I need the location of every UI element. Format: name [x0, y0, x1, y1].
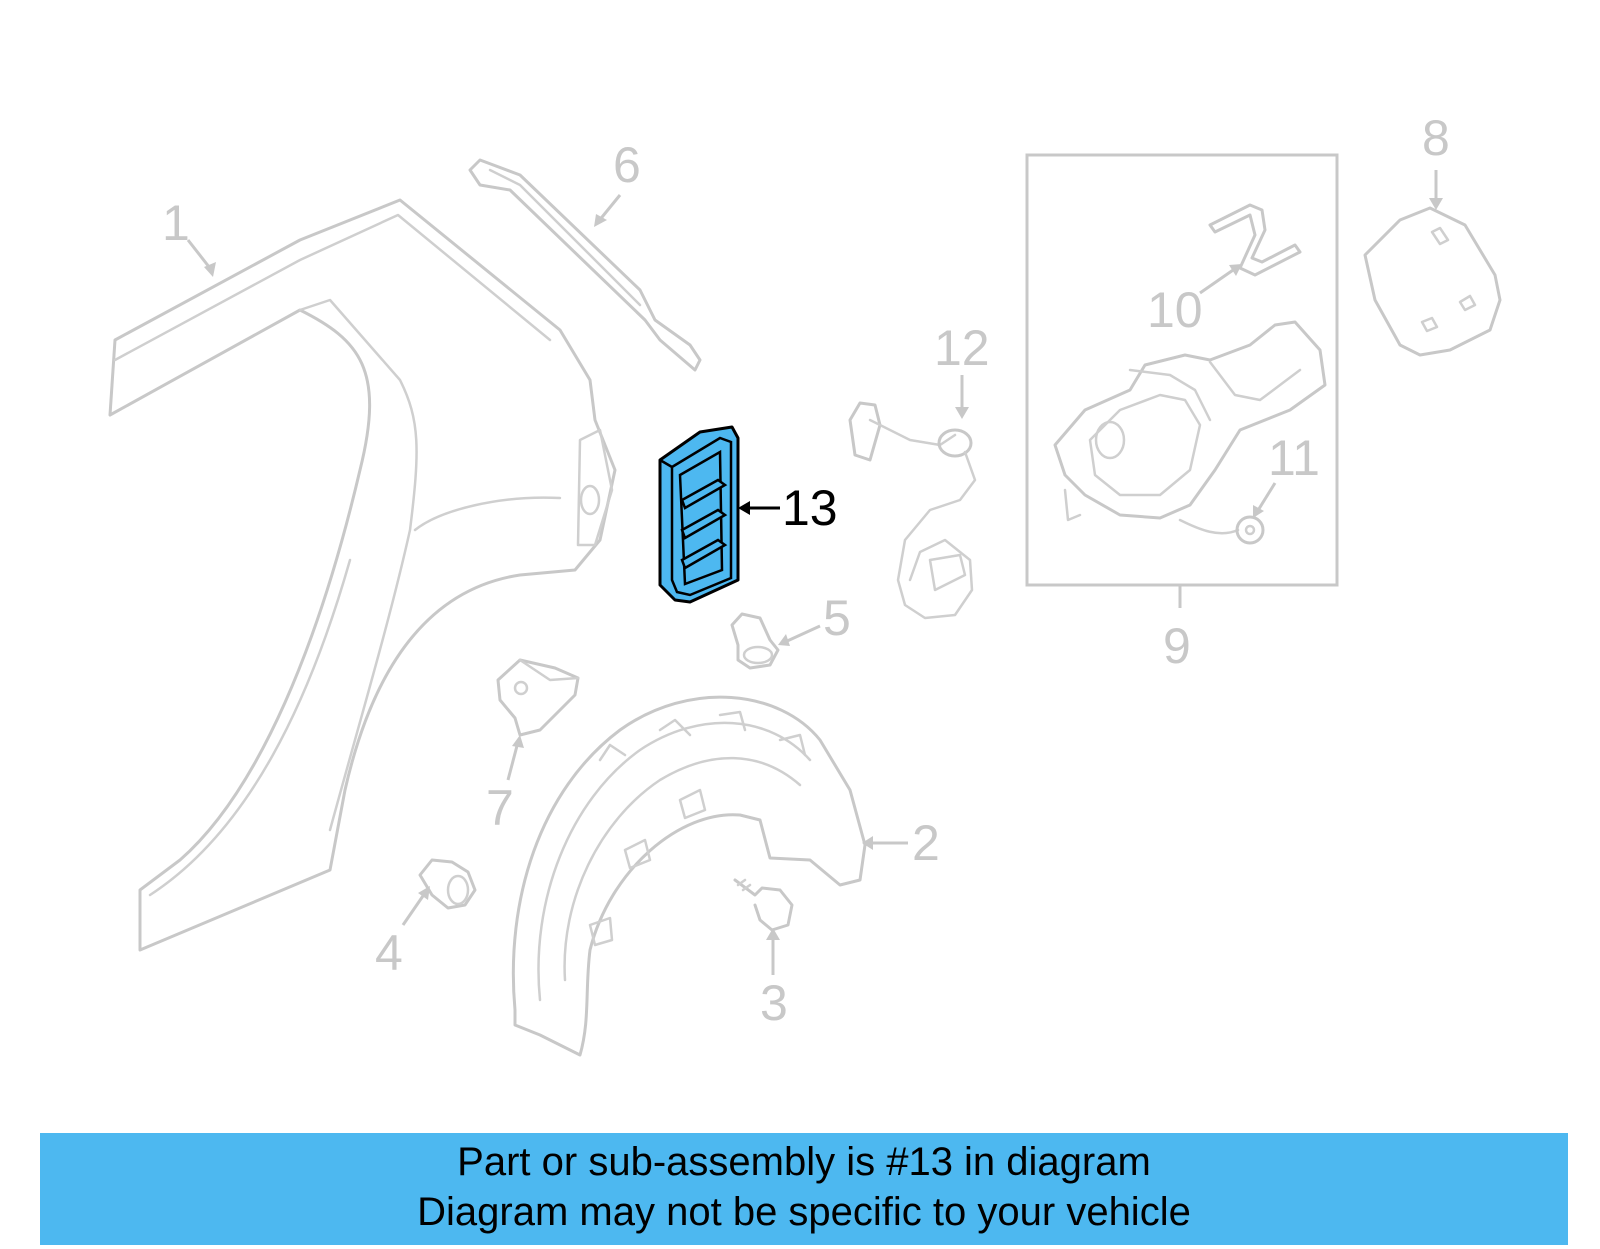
callout-8: 8	[1422, 110, 1450, 166]
part-2-wheel-liner[interactable]	[511, 695, 867, 1057]
callout-4: 4	[375, 925, 403, 981]
fuel-door-housing[interactable]	[1053, 320, 1327, 522]
part-6-trim-strip[interactable]	[468, 158, 702, 372]
parts-diagram: 1 2 3 4 5 6 7 8 9 10 11 12 13	[108, 110, 1502, 1057]
callout-7: 7	[486, 780, 514, 836]
callout-10: 10	[1147, 282, 1203, 338]
callout-3: 3	[760, 975, 788, 1031]
part-12-actuator[interactable]	[848, 401, 977, 620]
callout-5: 5	[823, 590, 851, 646]
part-11-tether[interactable]	[1178, 515, 1265, 545]
part-13-vent-highlighted[interactable]	[658, 425, 740, 604]
banner-line-1: Part or sub-assembly is #13 in diagram	[457, 1140, 1151, 1184]
banner-line-2: Diagram may not be specific to your vehi…	[417, 1190, 1191, 1234]
part-5-clip[interactable]	[730, 612, 780, 670]
part-10-spring[interactable]	[1208, 203, 1302, 277]
callout-2: 2	[912, 815, 940, 871]
callout-9: 9	[1163, 618, 1191, 674]
part-7-bracket[interactable]	[496, 658, 580, 737]
callout-1: 1	[162, 195, 190, 251]
callout-13: 13	[782, 480, 838, 536]
callout-12: 12	[934, 320, 990, 376]
part-3-screw[interactable]	[733, 878, 794, 932]
info-banner: Part or sub-assembly is #13 in diagram D…	[40, 1133, 1568, 1245]
callout-leaders	[186, 170, 1443, 975]
callout-6: 6	[613, 137, 641, 193]
callout-11: 11	[1268, 430, 1320, 486]
part-4-push-clip[interactable]	[418, 858, 477, 910]
part-9-fuel-door-assembly-box[interactable]	[1025, 153, 1339, 608]
part-8-fuel-door[interactable]	[1363, 206, 1502, 357]
part-1-quarter-panel[interactable]	[108, 198, 617, 952]
callout-13-leader	[738, 501, 780, 515]
